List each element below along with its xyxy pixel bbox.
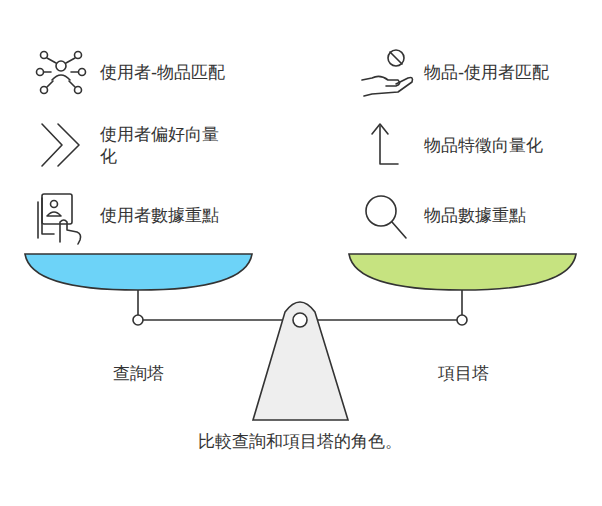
pivot [293, 313, 307, 327]
text-slot: 物品數據重點 [424, 204, 584, 226]
text-slot: 使用者偏好向量化 [100, 123, 225, 167]
label-text: 項目塔 [438, 362, 489, 384]
network-icon [37, 52, 86, 94]
hinge [457, 315, 467, 325]
label-text: 物品特徵向量化 [424, 134, 584, 156]
label-text: 物品-使用者匹配 [424, 61, 584, 83]
text-slot: 物品-使用者匹配 [424, 61, 584, 83]
caption-text: 比較查詢和項目塔的角色。 [198, 430, 402, 452]
fulcrum [253, 302, 348, 420]
magnifier-icon [366, 196, 406, 238]
hanger [137, 290, 139, 315]
green-pan [349, 254, 576, 290]
text-slot: 項目塔 [438, 362, 489, 384]
text-slot: 使用者-物品匹配 [100, 61, 250, 83]
label-text: 使用者數據重點 [100, 204, 250, 226]
chevron-icon [42, 124, 79, 166]
label-text: 查詢塔 [113, 362, 164, 384]
hand-ball-icon [362, 50, 413, 96]
text-slot: 查詢塔 [113, 362, 164, 384]
text-slot: 物品特徵向量化 [424, 134, 584, 156]
blue-pan [25, 254, 252, 290]
hanger [461, 290, 463, 315]
document-hand-icon [38, 194, 81, 244]
text-slot: 使用者數據重點 [100, 204, 250, 226]
text-slot: 比較查詢和項目塔的角色。 [198, 430, 402, 452]
hinge [133, 315, 143, 325]
label-text: 使用者偏好向量化 [100, 123, 225, 167]
label-text: 物品數據重點 [424, 204, 584, 226]
label-text: 使用者-物品匹配 [100, 61, 250, 83]
up-arrow-icon [372, 124, 398, 164]
